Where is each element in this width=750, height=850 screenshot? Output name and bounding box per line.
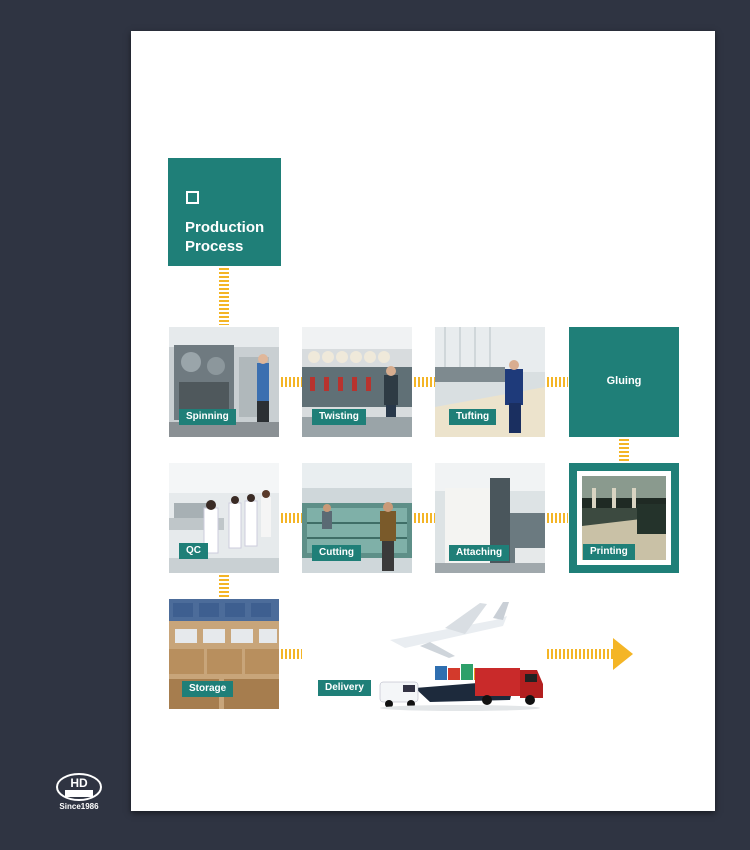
connector bbox=[414, 377, 435, 387]
connector bbox=[219, 575, 229, 598]
connector bbox=[547, 377, 568, 387]
step-label-qc: QC bbox=[179, 543, 208, 559]
page-title: Production Process bbox=[185, 219, 265, 255]
airplane-icon bbox=[390, 602, 509, 658]
connector bbox=[547, 649, 615, 659]
step-label-cutting: Cutting bbox=[312, 545, 361, 561]
square-icon bbox=[186, 191, 199, 204]
arrow-right-icon bbox=[613, 638, 633, 670]
cutting-photo: Cutting bbox=[302, 463, 412, 573]
connector bbox=[281, 649, 302, 659]
step-label-gluing: Gluing bbox=[606, 375, 642, 387]
storage-photo: Storage bbox=[169, 599, 279, 709]
title-box: Production Process bbox=[168, 158, 281, 266]
step-label-printing: Printing bbox=[583, 544, 635, 560]
connector bbox=[414, 513, 435, 523]
step-label-twisting: Twisting bbox=[312, 409, 366, 425]
twisting-photo: Twisting bbox=[302, 327, 412, 437]
step-label-attaching: Attaching bbox=[449, 545, 510, 561]
connector bbox=[619, 439, 629, 462]
connector bbox=[281, 377, 302, 387]
printing-photo: Printing bbox=[582, 476, 666, 560]
step-label-tufting: Tufting bbox=[449, 409, 497, 425]
qc-photo: QC bbox=[169, 463, 279, 573]
connector bbox=[281, 513, 302, 523]
gluing-step-box: Gluing bbox=[569, 327, 679, 437]
truck-icon bbox=[475, 668, 543, 705]
hd-logo-icon: HD bbox=[56, 773, 102, 801]
logo-mark: HD bbox=[70, 776, 88, 790]
tufting-photo: Tufting bbox=[435, 327, 545, 437]
logo-since: Since1986 bbox=[59, 802, 99, 811]
attaching-photo: Attaching bbox=[435, 463, 545, 573]
spinning-photo: Spinning bbox=[169, 327, 279, 437]
delivery-vehicles-image bbox=[379, 602, 543, 711]
spinning-machine-image bbox=[169, 327, 279, 437]
connector bbox=[547, 513, 568, 523]
brand-logo: HD Since1986 bbox=[55, 772, 103, 811]
step-label-delivery: Delivery bbox=[318, 680, 371, 696]
step-label-spinning: Spinning bbox=[179, 409, 236, 425]
van-icon bbox=[379, 681, 419, 708]
step-label-storage: Storage bbox=[182, 681, 234, 697]
connector bbox=[219, 268, 229, 325]
